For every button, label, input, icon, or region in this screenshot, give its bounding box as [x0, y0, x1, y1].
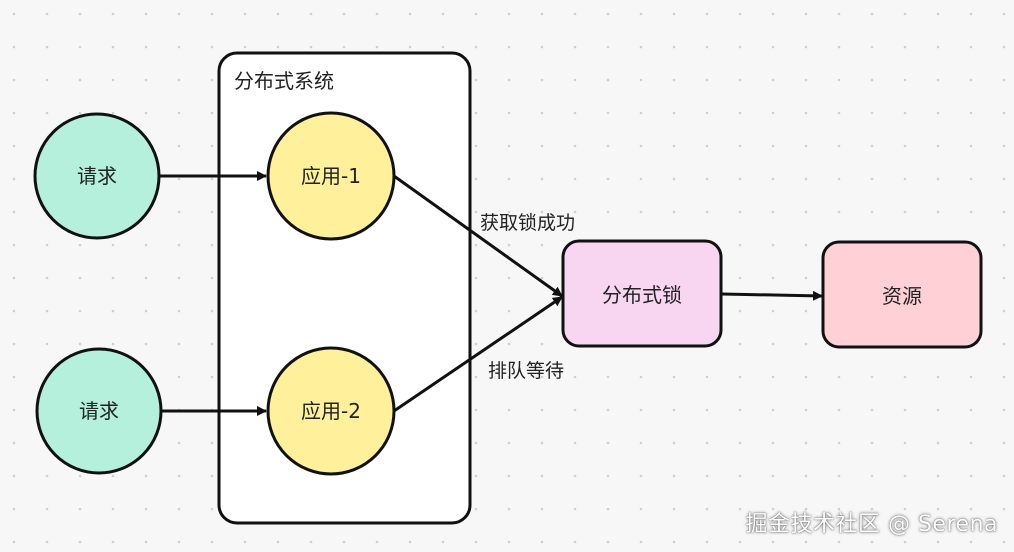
node-request-2-shape [35, 347, 163, 475]
node-app-2-label: 应用-2 [301, 399, 361, 423]
node-app-1[interactable]: 应用-1 [266, 111, 396, 241]
node-resource-shape [821, 240, 983, 349]
node-distributed-lock[interactable]: 分布式锁 [561, 239, 723, 348]
node-request-2[interactable]: 请求 [35, 347, 163, 475]
node-lock-shape [561, 239, 723, 348]
node-request-2-label: 请求 [79, 399, 119, 423]
node-app-2[interactable]: 应用-2 [266, 346, 396, 476]
node-request-1-label: 请求 [77, 164, 117, 188]
node-app-1-label: 应用-1 [301, 164, 361, 188]
edge-app1-lock[interactable] [393, 174, 563, 298]
node-resource[interactable]: 资源 [821, 240, 983, 349]
node-resource-label: 资源 [882, 284, 922, 308]
watermark-text: 掘金技术社区 @ Serena [745, 512, 998, 537]
edge-app2-lock[interactable] [393, 295, 563, 413]
edge-label-queue-wait: 排队等待 [488, 360, 564, 382]
edge-label-acquire-success: 获取锁成功 [480, 212, 575, 234]
edges [160, 171, 823, 416]
node-lock-label: 分布式锁 [602, 283, 682, 307]
node-request-1-shape [33, 112, 161, 240]
edge-lock-resource[interactable] [721, 290, 823, 301]
node-app-1-shape [266, 111, 396, 241]
distributed-system-label: 分布式系统 [234, 69, 334, 93]
node-request-1[interactable]: 请求 [33, 112, 161, 240]
node-app-2-shape [266, 346, 396, 476]
